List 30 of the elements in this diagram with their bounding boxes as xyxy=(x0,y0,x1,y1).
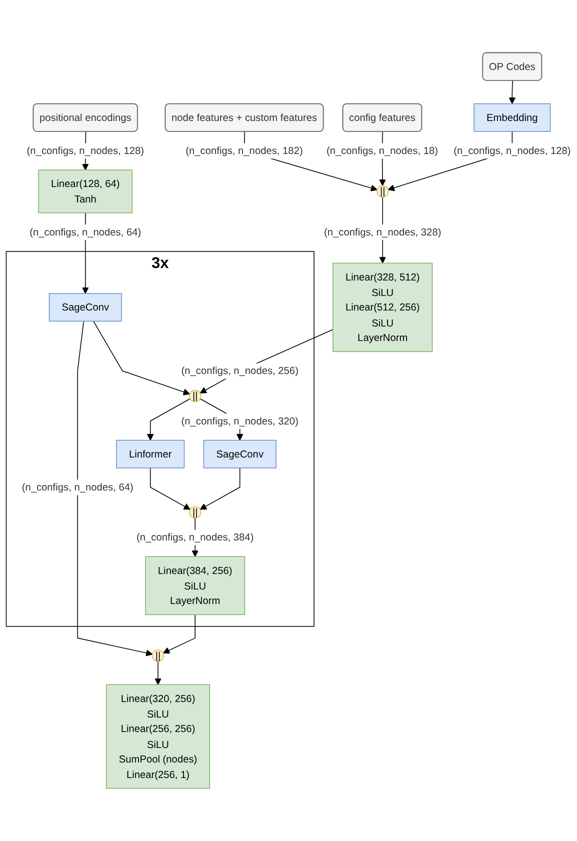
edge-label: (n_configs, n_nodes, 18) xyxy=(326,144,438,156)
edge-label: (n_configs, n_nodes, 328) xyxy=(324,226,442,238)
edge-label: (n_configs, n_nodes, 128) xyxy=(26,144,144,156)
node-circle: || xyxy=(376,185,389,198)
node-box: Linformer xyxy=(116,440,185,468)
edge-label: (n_configs, n_nodes, 182) xyxy=(186,144,303,156)
node-box: SageConv xyxy=(48,293,122,322)
edge-label: (n_configs, n_nodes, 320) xyxy=(181,414,298,427)
node-circle: || xyxy=(188,390,202,402)
edge-label: (n_configs, n_nodes, 64) xyxy=(30,226,142,238)
node-box: Embedding xyxy=(474,103,551,132)
node-box: Linear(320, 256) SiLU Linear(256, 256) SiLU SumPool (nodes) Linear(256, 1) xyxy=(106,684,210,789)
arrow xyxy=(93,320,190,396)
arrow xyxy=(77,320,153,656)
edge-label: (n_configs, n_nodes, 128) xyxy=(454,144,571,156)
arrow xyxy=(508,80,516,104)
edge-label: (n_configs, n_nodes, 64) xyxy=(22,481,134,493)
arrow xyxy=(146,398,190,441)
arrow xyxy=(150,468,190,510)
node-circle: || xyxy=(188,506,202,518)
node-box: SageConv xyxy=(203,440,276,468)
node-box: Linear(384, 256) SiLU LayerNorm xyxy=(145,556,246,616)
node-box: Linear(128, 64) Tanh xyxy=(38,170,133,214)
edge-label: (n_configs, n_nodes, 256) xyxy=(181,364,298,377)
arrow xyxy=(200,468,240,510)
node-circle: || xyxy=(152,649,164,662)
arrow xyxy=(162,614,196,654)
arrow xyxy=(154,660,162,685)
edge-label: (n_configs, n_nodes, 384) xyxy=(136,531,254,543)
node-box: Linear(328, 512) SiLU Linear(512, 256) SiLU LayerNorm xyxy=(332,262,433,352)
